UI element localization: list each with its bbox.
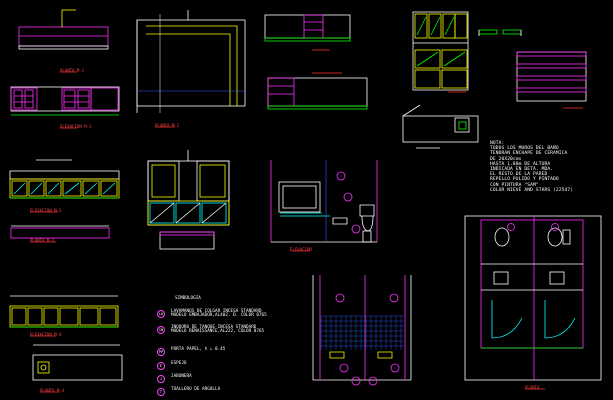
notes-heading: NOTA:	[490, 141, 505, 146]
lower-cabinet-elevation	[9, 295, 119, 337]
view-title: PLANTA	[525, 385, 540, 390]
legend-symbol: IN	[157, 326, 165, 334]
legend-text: PORTA PAPEL, h = 0.45	[171, 347, 226, 352]
notes-line: HASTA 1.80m DE ALTURA	[490, 161, 551, 167]
sink-cabinet-elevation	[147, 150, 230, 226]
bathroom-plan	[464, 215, 602, 390]
tiled-bathroom-elevation	[312, 275, 412, 386]
legend-symbol: E	[157, 362, 165, 370]
notes-line: REPELLO PULIDO Y PINTADO	[490, 177, 559, 183]
legend-text: ESPEJO	[171, 361, 187, 366]
legend-text: LAVAMANOS DE COLGAR INCESA STANDARD MODE…	[171, 309, 267, 319]
detail-box-top-right	[478, 29, 522, 36]
notes-line: DE 20X20cms	[490, 156, 522, 162]
view-title: ELEVACION M-4	[30, 332, 62, 337]
l-counter-plan	[136, 10, 246, 128]
notes-line: CON PINTURA "SAM"	[490, 182, 539, 188]
notes-line: TODOS LOS MUROS DEL BAÑO	[490, 146, 559, 152]
view-title: PLANTA M-2	[155, 123, 180, 128]
shelf-unit-elevation	[516, 51, 587, 109]
plan-small-upper	[264, 14, 351, 51]
general-notes: NOTA: TODOS LOS MUROS DEL BAÑO TENDRAN E…	[490, 141, 600, 193]
counter-plan-small	[159, 231, 215, 250]
counter-plan-sink	[32, 344, 123, 393]
view-title: ELEVACION M-1	[60, 124, 92, 129]
legend-symbol: LO	[157, 310, 165, 318]
notes-line: EL RESTO DE LA PARED	[490, 172, 548, 178]
view-title: ELEVACION M-3	[30, 208, 62, 213]
legend-line: MODELO RENAISSANCE,AL222, COLOR 0765	[171, 329, 265, 335]
view-title: PLANTA M-3	[30, 238, 55, 243]
view-title: PLANTA M-1	[60, 68, 85, 73]
cabinet-plan-top	[18, 9, 109, 73]
legend-symbol: J	[157, 375, 165, 383]
legend-line: LAVAMANOS DE COLGAR INCESA STANDARD	[171, 309, 262, 314]
notes-line: TENDRAN ENCHAPE DE CERAMICA	[490, 151, 568, 157]
legend-line: INODORO DE TANQUE INCESA STANDARD	[171, 325, 257, 330]
base-cabinet-elevation	[9, 159, 120, 213]
upper-plan-magenta	[10, 225, 110, 243]
legend-text: INODORO DE TANQUE INCESA STANDARD MODELO…	[171, 325, 265, 335]
legend-text: TOALLERO DE ARGOLLA	[171, 387, 221, 392]
legend-text: JABONERA	[171, 374, 192, 379]
bathroom-elevation	[270, 160, 378, 252]
legend-title: SIMBOLOGIA	[175, 296, 201, 301]
view-title: PLANTA M-4	[40, 388, 65, 393]
elevation-small-lower	[267, 72, 368, 110]
view-title: ELEVACION	[290, 247, 312, 252]
legend-symbol: T	[157, 388, 165, 396]
tall-cabinet-elevation	[412, 11, 469, 93]
legend-line: MODELO EMBAJADOR,AL402, D. COLOR 0765	[171, 313, 267, 319]
cabinet-elevation-top	[10, 86, 120, 129]
legend-symbol: PP	[157, 348, 165, 356]
notes-line: INDICADA EN DETA. MDA.	[490, 167, 554, 173]
notes-line: COLOR NIEVE AND STARS (22547)	[490, 187, 574, 193]
small-counter-plan	[402, 104, 479, 149]
